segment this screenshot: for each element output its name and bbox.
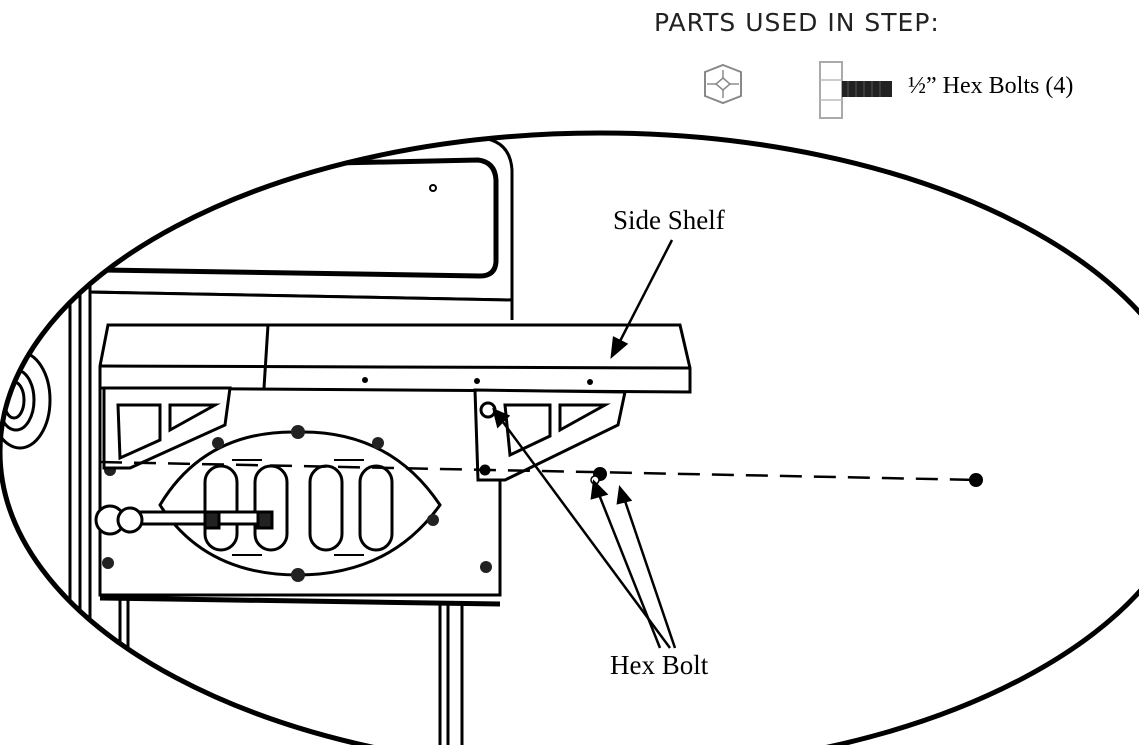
detail-view — [0, 136, 983, 745]
part-label-hex-bolts: ½” Hex Bolts (4) — [908, 73, 1074, 99]
hex-bolt-head-icon — [704, 63, 742, 105]
callout-side-shelf: Side Shelf — [613, 205, 725, 235]
detail-oval — [0, 130, 1139, 745]
grill-lid — [88, 136, 514, 320]
bolt-alignment — [99, 460, 983, 487]
side-shelf — [98, 323, 692, 482]
hex-bolt-side-icon — [819, 61, 892, 119]
callout-hex-bolt: Hex Bolt — [610, 650, 709, 680]
page-title: PARTS USED IN STEP: — [654, 8, 940, 37]
leader-lines — [492, 239, 677, 649]
valve-rod — [94, 504, 274, 536]
